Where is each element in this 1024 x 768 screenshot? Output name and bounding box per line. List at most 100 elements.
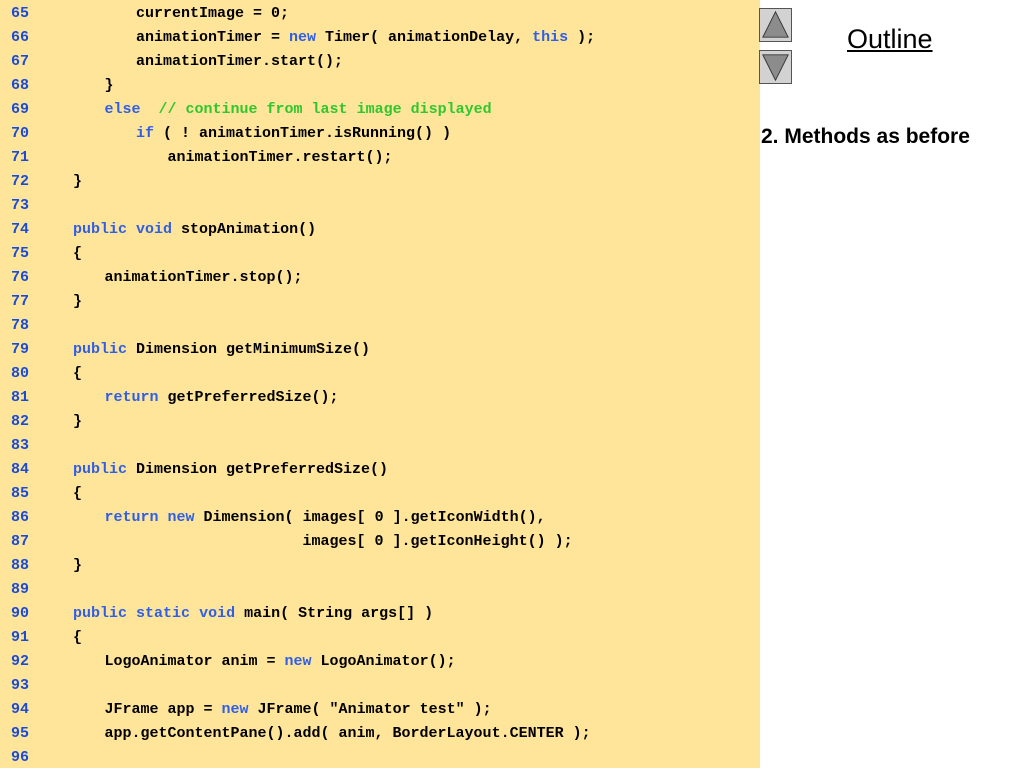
code-keyword: void xyxy=(199,605,236,622)
code-token: Timer( animationDelay, xyxy=(316,29,533,46)
code-token: } xyxy=(73,293,83,310)
code-token: currentImage = 0; xyxy=(136,5,290,22)
line-number: 91 xyxy=(11,629,30,646)
triangle-up-icon xyxy=(762,10,789,38)
code-token: getPreferredSize(); xyxy=(158,389,339,406)
code-line: 82} xyxy=(0,410,760,434)
line-number: 73 xyxy=(11,197,30,214)
code-keyword: new xyxy=(221,701,249,718)
line-number: 87 xyxy=(11,533,30,550)
previous-slide-button[interactable] xyxy=(759,8,792,42)
code-token: images[ 0 ].getIconHeight() ); xyxy=(104,533,573,550)
code-line: 89 xyxy=(0,578,760,602)
code-text: return getPreferredSize(); xyxy=(105,386,339,410)
line-number: 80 xyxy=(11,365,30,382)
code-keyword: else xyxy=(104,101,141,118)
code-line: 81 return getPreferredSize(); xyxy=(0,386,760,410)
code-token: animationTimer.start(); xyxy=(136,53,344,70)
line-number: 68 xyxy=(11,77,30,94)
code-line: 85 { xyxy=(0,482,760,506)
code-token: { xyxy=(73,485,83,502)
code-keyword: new xyxy=(284,653,312,670)
code-token: Dimension getMinimumSize() xyxy=(127,341,371,358)
code-token: main( String args[] ) xyxy=(235,605,434,622)
code-listing-panel: 65 currentImage = 0; 66 animationTimer = ne… xyxy=(0,0,760,768)
line-number: 78 xyxy=(11,317,30,334)
code-token: LogoAnimator anim = xyxy=(104,653,285,670)
code-token xyxy=(159,509,168,526)
code-token: } xyxy=(73,413,83,430)
code-text: animationTimer = new Timer( animationDel… xyxy=(136,26,595,50)
code-token: stopAnimation() xyxy=(172,221,317,238)
line-number: 79 xyxy=(11,341,30,358)
code-keyword: return xyxy=(104,509,159,526)
code-token: LogoAnimator(); xyxy=(311,653,456,670)
code-text: if ( ! animationTimer.isRunning() ) xyxy=(136,122,451,146)
code-keyword: public xyxy=(73,461,128,478)
line-number: 77 xyxy=(11,293,30,310)
line-number: 84 xyxy=(11,461,30,478)
code-token: { xyxy=(73,365,83,382)
line-number: 85 xyxy=(11,485,30,502)
line-number: 76 xyxy=(11,269,30,286)
code-text: animationTimer.restart(); xyxy=(168,146,393,170)
code-comment: // continue from last image displayed xyxy=(158,101,492,118)
code-keyword: static xyxy=(136,605,191,622)
code-text: else // continue from last image display… xyxy=(105,98,492,122)
line-number: 70 xyxy=(11,125,30,142)
outline-link[interactable]: Outline xyxy=(847,24,933,54)
code-text: { xyxy=(73,626,82,650)
code-text: } xyxy=(73,170,82,194)
code-text: currentImage = 0; xyxy=(136,2,289,26)
line-number: 66 xyxy=(11,29,30,46)
code-keyword: public xyxy=(73,605,128,622)
code-line: 68} xyxy=(0,74,760,98)
code-line: 75{ xyxy=(0,242,760,266)
code-keyword: this xyxy=(532,29,569,46)
code-token: animationTimer.stop(); xyxy=(104,269,303,286)
code-text: LogoAnimator anim = new LogoAnimator(); xyxy=(105,650,456,674)
code-line: 66 animationTimer = new Timer( animationD… xyxy=(0,26,760,50)
code-token: app.getContentPane().add( anim, BorderLa… xyxy=(104,725,591,742)
code-keyword: if xyxy=(136,125,155,142)
code-line: 67 animationTimer.start(); xyxy=(0,50,760,74)
code-line: 65 currentImage = 0; xyxy=(0,2,760,26)
line-number: 92 xyxy=(11,653,30,670)
code-token: animationTimer.restart(); xyxy=(167,149,393,166)
code-line: 88} xyxy=(0,554,760,578)
code-token: Dimension( images[ 0 ].getIconWidth(), xyxy=(194,509,546,526)
code-token: ); xyxy=(568,29,596,46)
code-line: 72} xyxy=(0,170,760,194)
side-note: 2. Methods as before xyxy=(761,125,970,148)
code-text: { xyxy=(73,242,82,266)
code-keyword: return xyxy=(104,389,159,406)
code-token: ( ! animationTimer.isRunning() ) xyxy=(154,125,452,142)
code-line: 87 images[ 0 ].getIconHeight() ); xyxy=(0,530,760,554)
next-slide-button[interactable] xyxy=(759,50,792,84)
code-token: { xyxy=(73,629,83,646)
line-number: 94 xyxy=(11,701,30,718)
code-text: } xyxy=(73,554,82,578)
code-line: 70 if ( ! animationTimer.isRunning() ) xyxy=(0,122,760,146)
line-number: 74 xyxy=(11,221,30,238)
code-line: 77} xyxy=(0,290,760,314)
code-keyword: public xyxy=(73,221,128,238)
code-line: 80 { xyxy=(0,362,760,386)
code-text: } xyxy=(73,290,82,314)
code-text: animationTimer.stop(); xyxy=(105,266,303,290)
line-number: 65 xyxy=(11,5,30,22)
code-text: } xyxy=(73,410,82,434)
code-token: animationTimer = xyxy=(136,29,290,46)
code-text: { xyxy=(73,362,82,386)
line-number: 67 xyxy=(11,53,30,70)
code-token xyxy=(127,605,136,622)
line-number: 83 xyxy=(11,437,30,454)
line-number: 81 xyxy=(11,389,30,406)
code-line: 93 xyxy=(0,674,760,698)
